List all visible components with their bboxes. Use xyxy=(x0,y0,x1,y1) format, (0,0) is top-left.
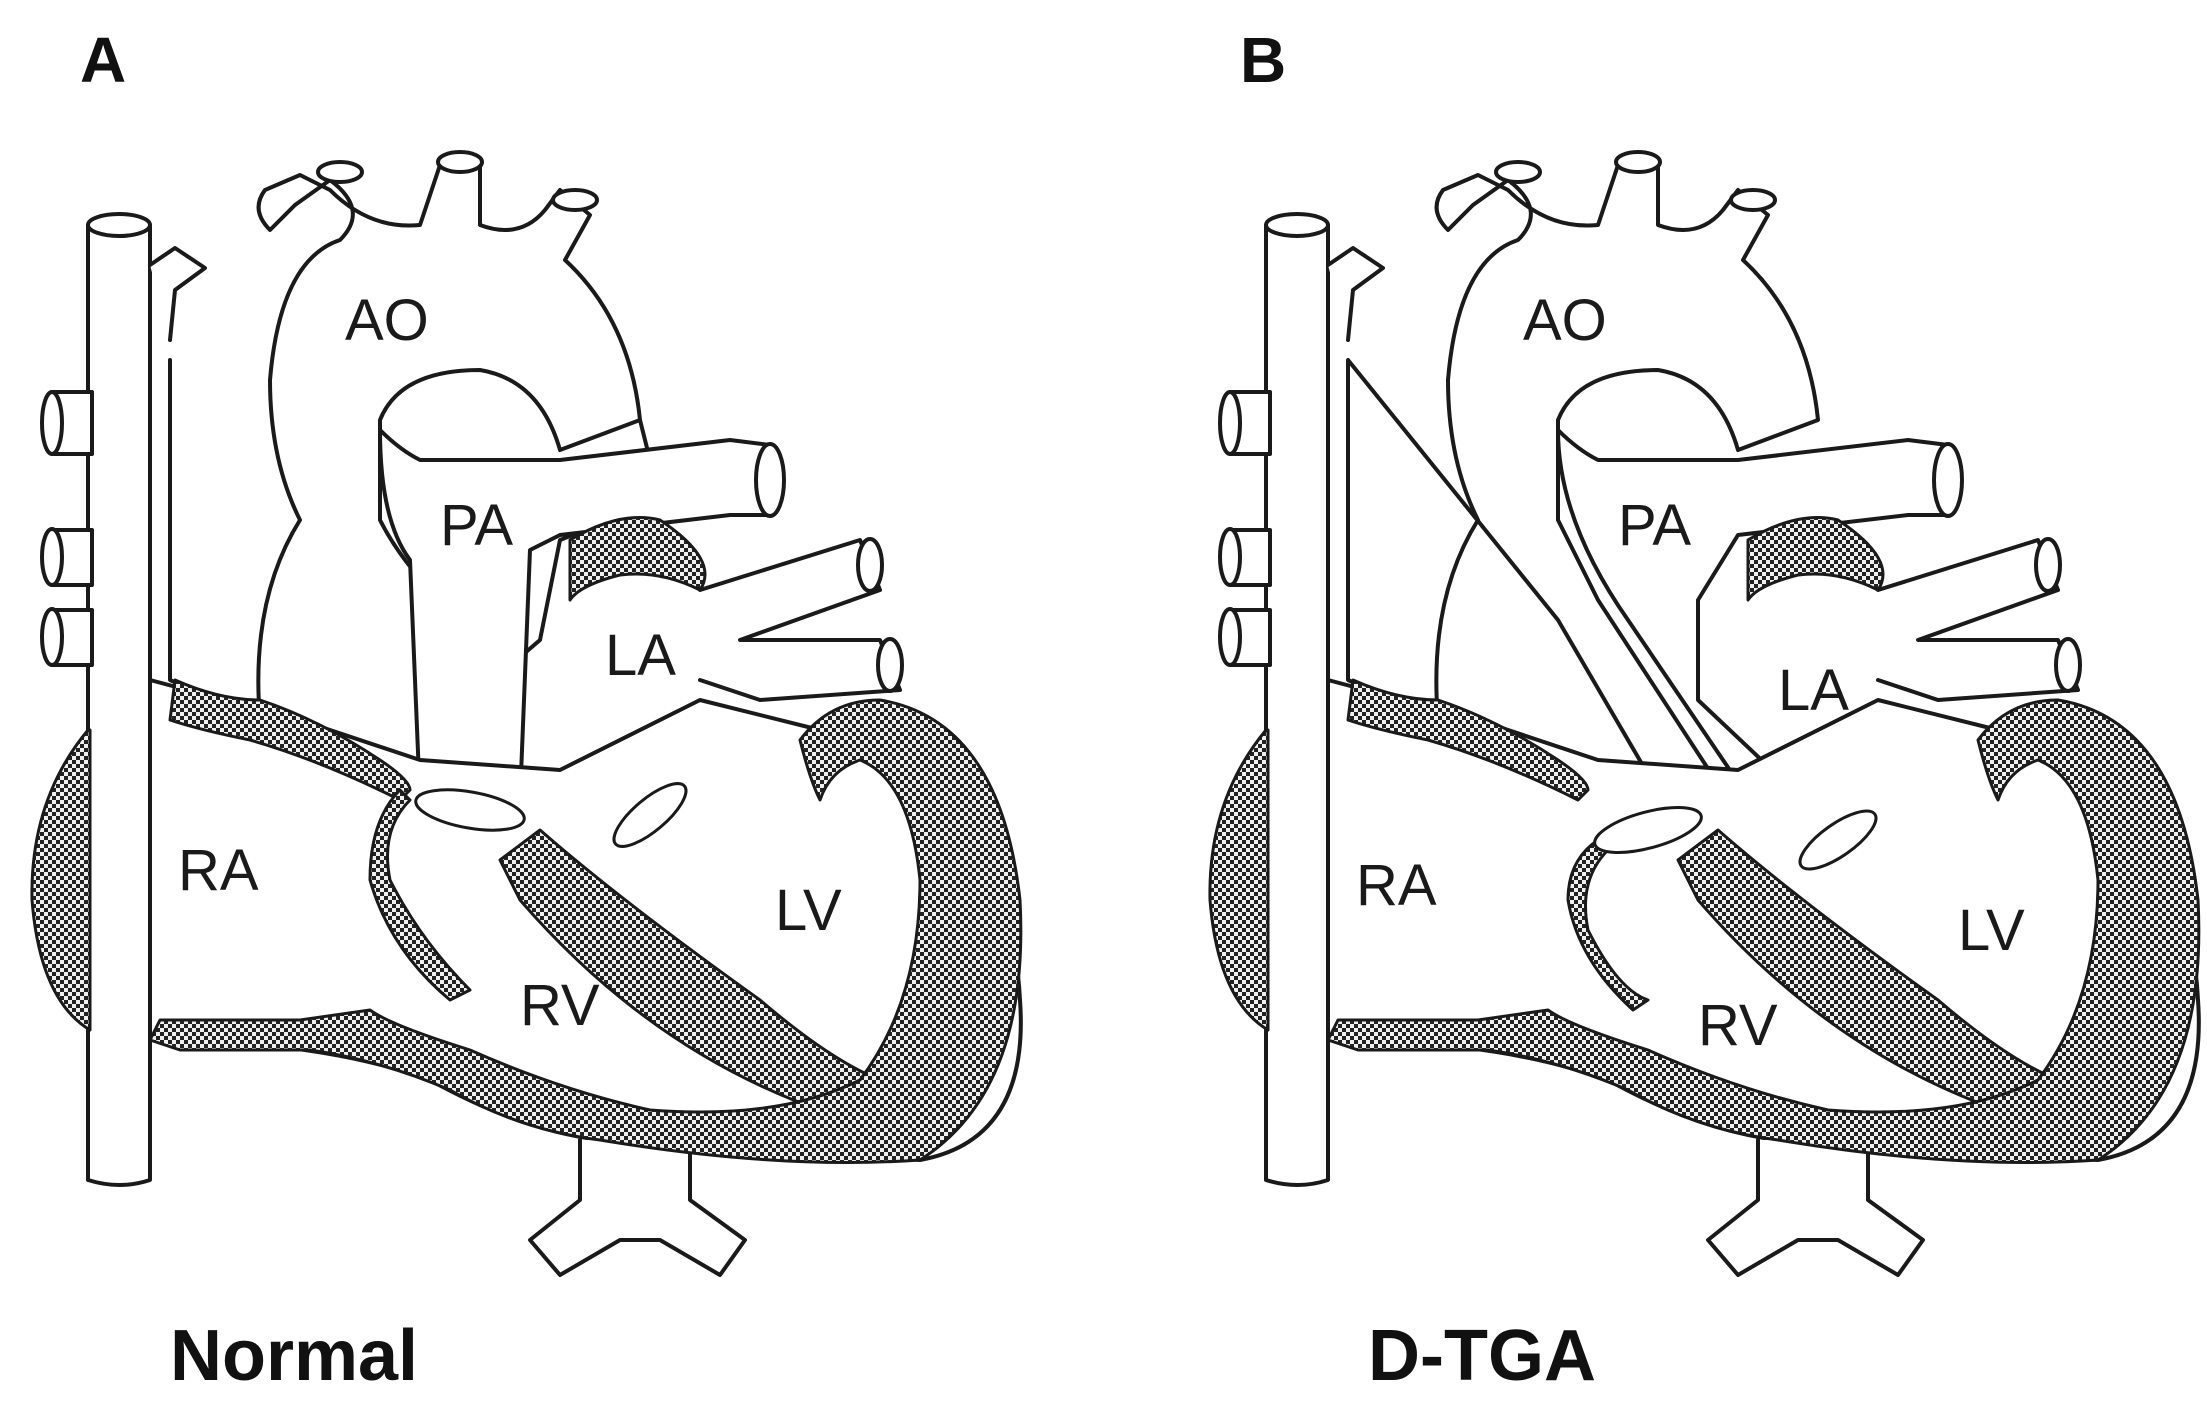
label-rv: RV xyxy=(520,973,600,1038)
label-pa: PA xyxy=(1618,493,1691,558)
label-la: LA xyxy=(605,623,676,688)
inferior-vena-cava xyxy=(528,1138,747,1277)
superior-vena-cava xyxy=(1264,223,1330,1187)
mitral-valve xyxy=(612,782,688,848)
label-ra: RA xyxy=(178,838,259,903)
ra-wall xyxy=(30,728,92,1032)
label-lv: LV xyxy=(775,878,842,943)
label-ao: AO xyxy=(1523,288,1607,353)
panel-a-letter: A xyxy=(80,24,127,96)
panel-b-heart-diagram: AO PA LA RA RV LV xyxy=(1208,150,2201,1277)
label-ra: RA xyxy=(1356,853,1437,918)
svc-top-opening xyxy=(86,212,152,238)
lv-free-wall xyxy=(148,698,1023,1164)
aortic-arch xyxy=(168,158,662,722)
pulmonary-artery xyxy=(378,428,772,802)
superior-vena-cava xyxy=(86,223,152,1187)
pulmonary-valve xyxy=(1798,809,1878,871)
label-lv: LV xyxy=(1958,898,2025,963)
panel-a-caption: Normal xyxy=(170,1316,419,1396)
panel-a-heart-diagram: AO PA LA RA RV LV xyxy=(30,150,1023,1277)
la-wall xyxy=(568,516,707,602)
rv-crista xyxy=(368,788,472,1002)
pulmonary-valve xyxy=(414,788,526,832)
panel-b-caption: D-TGA xyxy=(1368,1316,1596,1396)
transposed-aorta xyxy=(1346,158,1820,862)
inferior-vena-cava xyxy=(1706,1138,1925,1277)
label-pa: PA xyxy=(440,493,513,558)
label-rv: RV xyxy=(1698,993,1778,1058)
aortic-valve xyxy=(1593,806,1703,854)
panel-b-letter: B xyxy=(1240,24,1287,96)
atrial-floor xyxy=(168,678,412,802)
label-ao: AO xyxy=(345,288,429,353)
label-la: LA xyxy=(1778,658,1849,723)
